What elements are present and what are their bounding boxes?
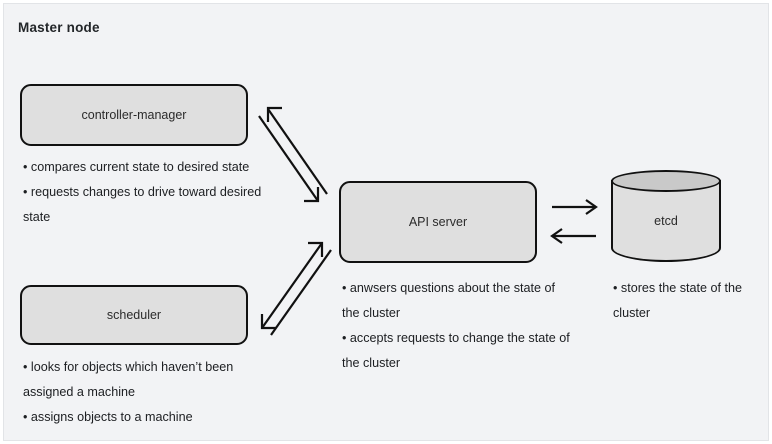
description-api-server: • anwsers questions about the state of t… bbox=[342, 281, 570, 370]
page-title: Master node bbox=[18, 20, 100, 35]
node-api-server[interactable]: API server bbox=[339, 181, 537, 263]
cylinder-top-ellipse bbox=[611, 170, 721, 192]
node-scheduler-label: scheduler bbox=[106, 308, 162, 322]
node-etcd[interactable]: etcd bbox=[611, 170, 721, 262]
cylinder-body bbox=[611, 180, 721, 262]
node-etcd-label: etcd bbox=[654, 214, 678, 228]
node-controller-manager[interactable]: controller-manager bbox=[20, 84, 248, 146]
description-etcd: • stores the state of the cluster bbox=[613, 281, 743, 320]
node-api-server-label: API server bbox=[408, 215, 468, 229]
node-controller-manager-label: controller-manager bbox=[81, 108, 187, 122]
node-scheduler[interactable]: scheduler bbox=[20, 285, 248, 345]
description-scheduler: • looks for objects which haven’t been a… bbox=[23, 360, 234, 424]
description-controller-manager: • compares current state to desired stat… bbox=[23, 160, 262, 224]
